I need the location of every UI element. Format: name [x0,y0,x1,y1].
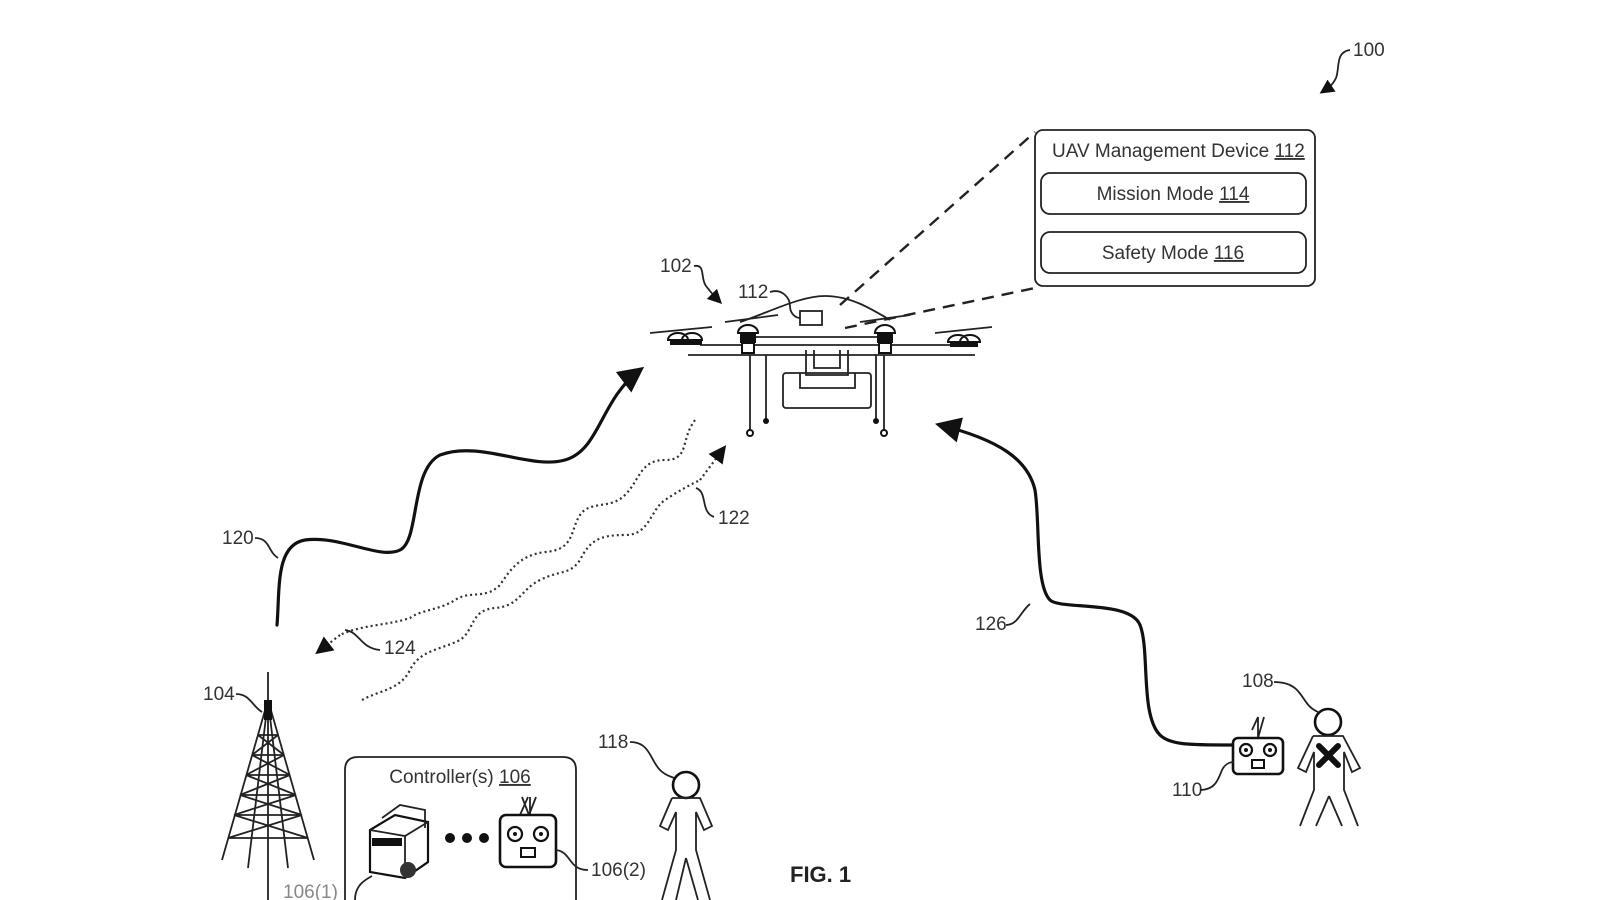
ref-110-leader [1199,761,1235,791]
ref-label-104: 104 [203,684,235,705]
ref-label-102: 102 [660,256,692,277]
rotor-front-left [649,326,713,345]
rc-remote-icon[interactable] [498,796,558,869]
ellipsis-dot [445,833,455,843]
mission-mode-label: Mission Mode 114 [1097,184,1250,205]
cell-tower-icon [221,672,315,900]
rotor-rear-right [859,314,911,354]
link-124-arrow [315,634,341,655]
ref-102-leader [693,265,723,305]
ref-100-leader [1319,49,1351,94]
ref-118-leader [629,741,675,779]
incapacitated-person-icon [1296,707,1362,827]
link-126-path [935,417,1234,747]
ellipsis-dot [462,833,472,843]
device-box-outline [1034,129,1316,287]
ref-label-106-1: 106(1) [283,882,338,900]
controllers-title: Controller(s) 106 [389,767,531,788]
safety-mode-box[interactable]: Safety Mode 116 [1040,231,1307,274]
ref-label-112: 112 [738,282,768,303]
ref-112-leader [769,290,801,319]
link-122-arrow [699,445,727,481]
ref-label-100: 100 [1353,40,1385,61]
person-icon [658,770,714,900]
ref-120-leader [254,537,279,559]
ref-106-2-leader [555,849,589,871]
ref-label-118: 118 [598,732,628,753]
quadcopter-drone-icon [649,295,993,437]
x-mark-icon [1316,743,1341,768]
ref-label-108: 108 [1242,671,1274,692]
device-112-icon [799,310,823,326]
remote-controller-110[interactable] [1231,716,1285,776]
ref-label-110: 110 [1172,780,1202,801]
controller-device-icon[interactable] [354,804,430,900]
ref-126-leader [1005,603,1031,626]
ref-124-leader [344,629,381,651]
ref-122-leader [695,487,715,518]
link-120-path [275,366,645,627]
ref-label-106-2: 106(2) [591,860,646,881]
safety-mode-label: Safety Mode 116 [1102,243,1244,264]
rotor-front-right [934,326,993,347]
rotor-rear-left [724,314,779,354]
controllers-box: Controller(s) 106 [344,756,577,900]
controllers-box-outline [344,756,577,900]
link-122-path [361,479,701,701]
ref-104-leader [235,693,263,713]
mission-mode-box[interactable]: Mission Mode 114 [1040,172,1307,215]
link-124-path [339,419,696,636]
drone-payload-box [782,372,872,409]
ref-label-120: 120 [222,528,254,549]
figure-caption: FIG. 1 [790,862,851,887]
figure-reference-100: 100 [1319,40,1385,94]
uav-management-device-box: UAV Management Device 112 Mission Mode 1… [1034,129,1316,287]
device-title: UAV Management Device 112 [1052,141,1305,162]
ref-108-leader [1273,681,1319,713]
callout-line-lower [844,286,1036,330]
ref-label-122: 122 [718,508,750,529]
ref-label-126: 126 [975,614,1007,635]
ellipsis-dot [479,833,489,843]
callout-line-upper [839,131,1036,306]
ref-label-124: 124 [384,638,416,659]
